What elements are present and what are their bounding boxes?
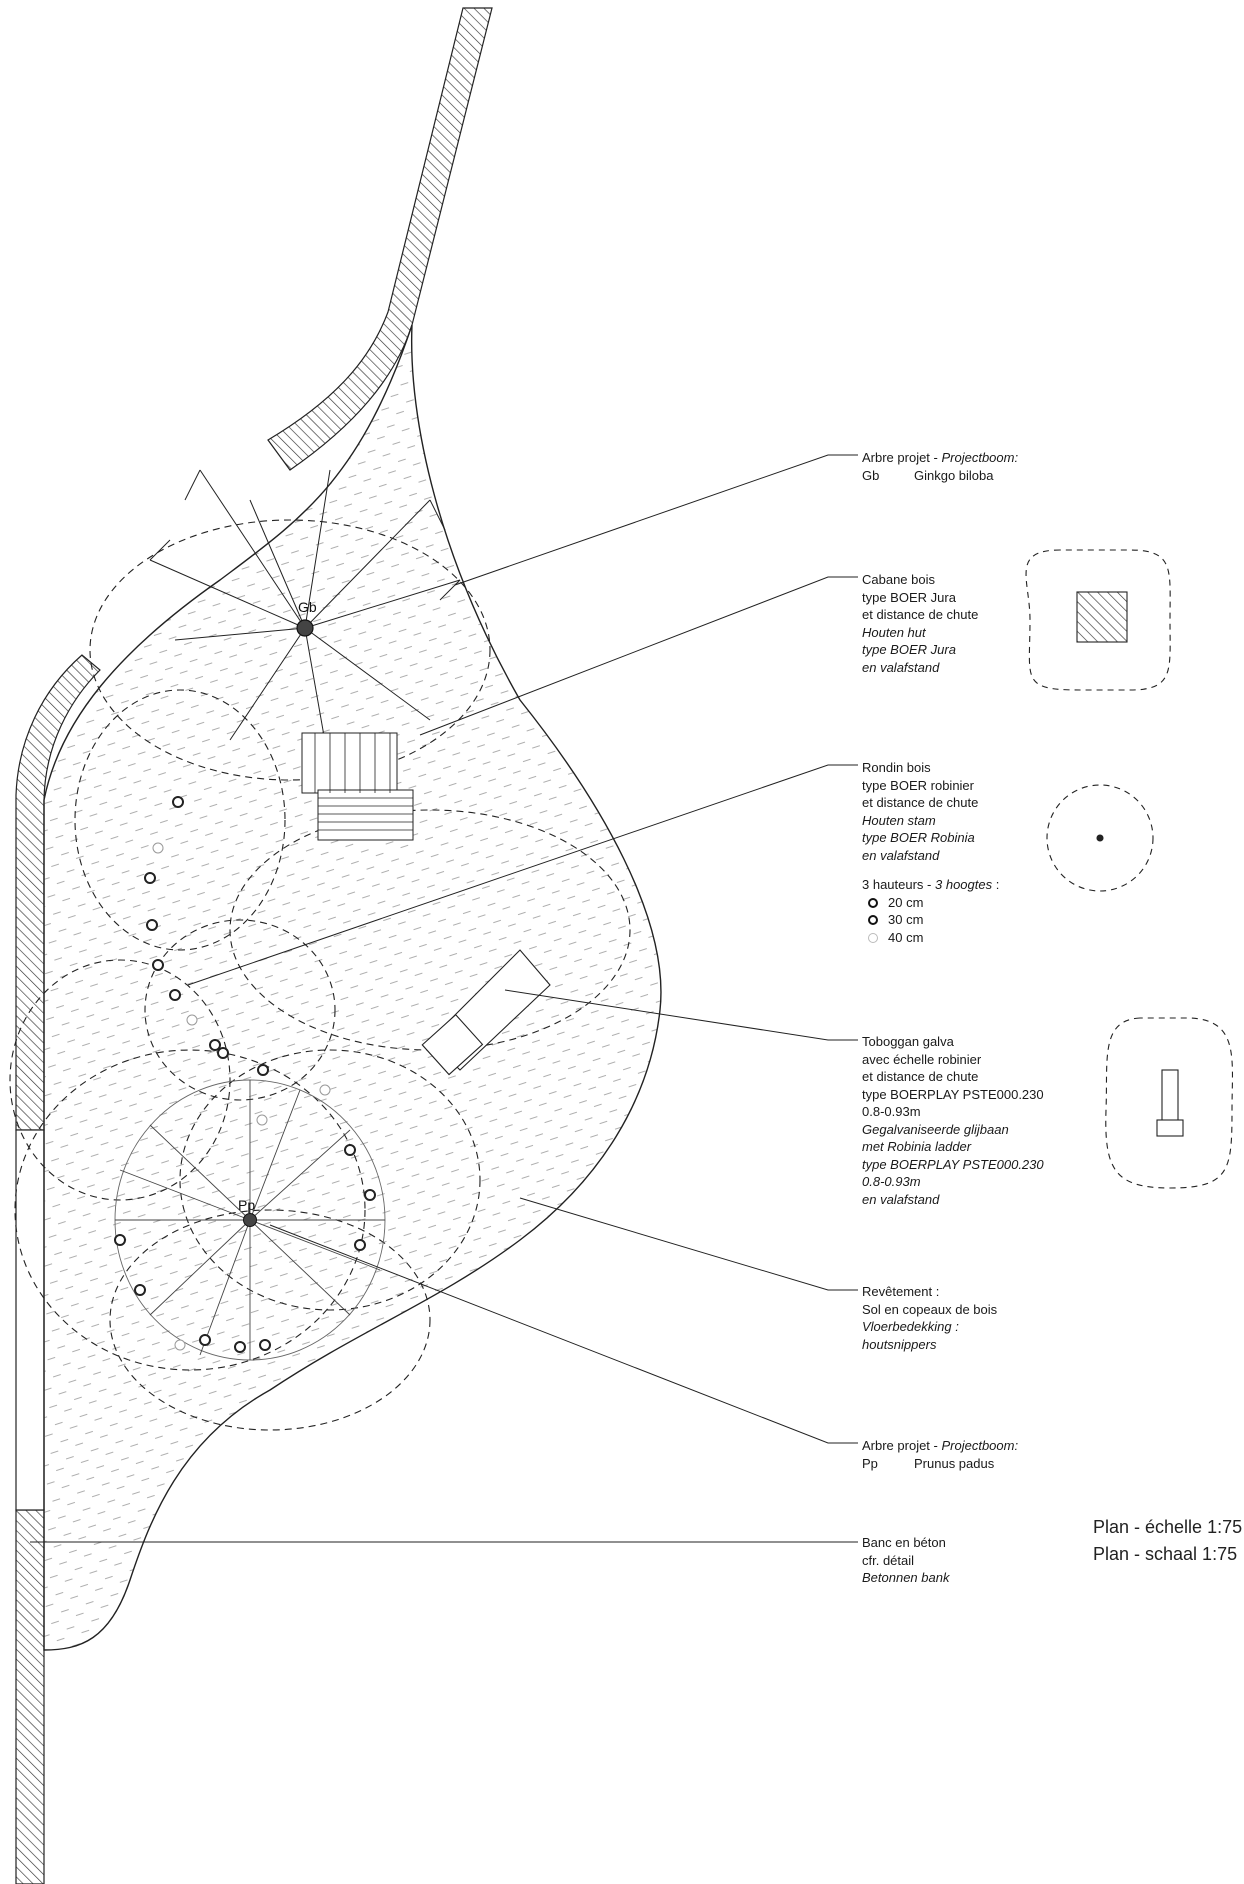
label-revetement: Revêtement : Sol en copeaux de bois Vloe… (862, 1284, 998, 1352)
concrete-bench-outline (15, 1129, 45, 1511)
legend-dot-30cm (868, 915, 878, 925)
label-toboggan: Toboggan galva avec échelle robinier et … (862, 1034, 1044, 1207)
label-rondin: Rondin bois type BOER robinier et distan… (862, 760, 1000, 945)
cabane-lines (314, 733, 413, 831)
label-cabane: Cabane bois type BOER Jura et distance d… (862, 572, 979, 675)
prunus-trunk (243, 1213, 257, 1227)
detail-rondin-symbol (1046, 784, 1154, 892)
log-stools-thin (152, 842, 331, 1351)
tag-gb: Gb (298, 599, 317, 615)
slide-plan (421, 949, 551, 1076)
leader-lines (30, 454, 858, 1543)
hatched-wall-top (267, 7, 493, 471)
cabane-plan (301, 732, 414, 841)
hatched-wall-bottom (15, 1509, 45, 1884)
prunus-canopy (114, 1079, 386, 1361)
detail-slide-symbol (1105, 1017, 1234, 1189)
ginkgo-trunk (296, 619, 314, 637)
scale-nl: Plan - schaal 1:75 (1093, 1544, 1238, 1564)
label-banc: Banc en béton cfr. détail Betonnen bank (862, 1535, 950, 1585)
log-stools (114, 796, 376, 1353)
tag-pp: Pp (238, 1197, 255, 1213)
scale-fr: Plan - échelle 1:75 (1093, 1517, 1243, 1537)
plan-scale: Plan - échelle 1:75 Plan - schaal 1:75 (1093, 1514, 1242, 1568)
woodchip-surface (43, 324, 662, 1651)
legend-dot-40cm (868, 932, 878, 943)
legend-dot-20cm (868, 897, 878, 908)
detail-cabane-symbol (1025, 549, 1171, 691)
